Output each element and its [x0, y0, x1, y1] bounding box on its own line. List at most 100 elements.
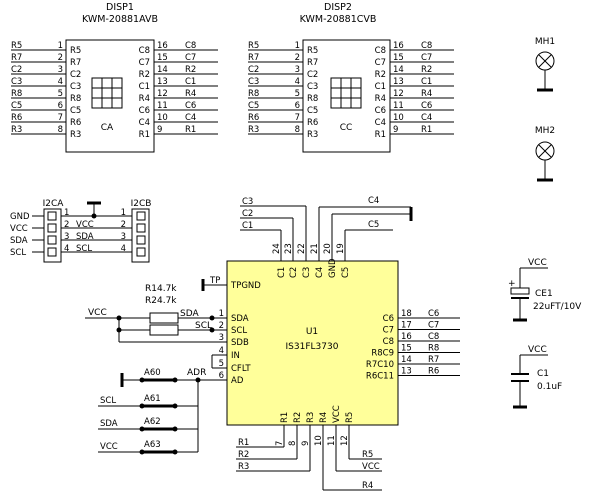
- pin-number: 7: [275, 441, 285, 446]
- pin-name: C8: [139, 46, 150, 56]
- net-label: SCL: [100, 396, 116, 406]
- net-label: C7: [428, 321, 439, 331]
- net-label: VCC: [76, 220, 94, 230]
- pin-number: 15: [393, 53, 404, 63]
- pin-name: C8: [375, 46, 386, 56]
- net-label: R1: [421, 125, 432, 135]
- pin-number: 11: [393, 101, 404, 111]
- pin-name: C3: [307, 82, 318, 92]
- pin-name: R6C11: [366, 372, 394, 382]
- pin-number: 16: [401, 332, 412, 342]
- pin-number: 16: [157, 41, 168, 51]
- pin-number: 1: [121, 208, 126, 218]
- pin-number: 6: [219, 371, 224, 381]
- net-label: R8: [428, 344, 439, 354]
- pin-number: 14: [157, 65, 168, 75]
- pin-name: R2: [139, 70, 150, 80]
- c1-ref: C1: [537, 369, 549, 379]
- connector-pin-icon: [47, 235, 57, 245]
- connector-pin-icon: [136, 211, 146, 221]
- pin-number: 2: [295, 53, 300, 63]
- u1-part: IS31FL3730: [286, 342, 339, 352]
- pin-number: 1: [58, 41, 63, 51]
- net-label: R7: [11, 53, 22, 63]
- capacitor-ce1: VCC + CE1 22uFT/10V: [508, 258, 582, 322]
- pin-number: 4: [219, 346, 224, 356]
- net-label: R4: [362, 481, 373, 491]
- pin-number: 8: [58, 125, 63, 135]
- pin-number: 4: [121, 244, 126, 254]
- c1-net: VCC: [528, 345, 547, 355]
- net-label: R8: [11, 89, 22, 99]
- pin-name: C4: [315, 267, 325, 278]
- pin-number: 2: [58, 53, 63, 63]
- pin-name: IN: [231, 351, 240, 361]
- u1-body: [226, 260, 399, 426]
- connector-pin-icon: [47, 247, 57, 257]
- pin-number: 11: [157, 101, 168, 111]
- net-label: C5: [368, 220, 379, 230]
- net-label: R3: [248, 125, 259, 135]
- net-label: R5: [248, 41, 259, 51]
- connector-pin-icon: [47, 211, 57, 221]
- pin-number: 14: [393, 65, 404, 75]
- pin-number: 21: [310, 243, 320, 254]
- i2cb-body: [131, 208, 150, 263]
- i2cb-ref: I2CB: [131, 199, 152, 209]
- net-label: C1: [421, 77, 432, 87]
- pin-number: 2: [64, 220, 69, 230]
- pin-name: C6: [383, 314, 394, 324]
- net-label: C4: [185, 113, 196, 123]
- pin-name: C3: [70, 82, 81, 92]
- pin-name: R8C9: [371, 349, 394, 359]
- pin-name: R6: [307, 118, 318, 128]
- pin-number: 13: [401, 367, 412, 377]
- pin-number: 13: [157, 77, 168, 87]
- ce1-plus: +: [508, 279, 516, 289]
- net-label: C3: [242, 197, 253, 207]
- net-label: R3: [238, 462, 249, 472]
- pin-name: C6: [375, 106, 386, 116]
- net-label: R7: [248, 53, 259, 63]
- pin-name: C6: [139, 106, 150, 116]
- pin-number: 6: [295, 101, 300, 111]
- pin-number: 7: [295, 113, 300, 123]
- net-label: R8: [248, 89, 259, 99]
- pin-number: 2: [121, 220, 126, 230]
- net-label: SDA: [10, 236, 28, 246]
- resistor-r1: [149, 312, 179, 324]
- disp2-type: CC: [340, 123, 353, 133]
- pin-name: R4: [375, 94, 386, 104]
- pin-number: 3: [295, 65, 300, 75]
- pin-number: 1: [219, 309, 224, 319]
- net-label: R6: [11, 113, 22, 123]
- net-label: SCL: [76, 244, 92, 254]
- pin-number: 22: [297, 243, 307, 254]
- pin-number: 3: [219, 333, 224, 343]
- pin-number: 9: [393, 125, 398, 135]
- net-label: C7: [421, 53, 432, 63]
- pin-name: C3: [302, 267, 312, 278]
- pin-name: R1: [280, 412, 290, 423]
- pin-name: R8: [70, 94, 81, 104]
- pin-number: 2: [219, 321, 224, 331]
- pin-number: 15: [401, 344, 412, 354]
- net-label: C1: [185, 77, 196, 87]
- disp1-ref: DISP1: [106, 2, 134, 13]
- net-label: C8: [421, 41, 432, 51]
- pin-name: SDB: [231, 338, 249, 348]
- ce1-value: 22uFT/10V: [533, 302, 582, 312]
- net-label: R5: [11, 41, 22, 51]
- net-label: C6: [428, 309, 439, 319]
- pin-number: 11: [327, 435, 337, 446]
- pullup-resistors: R14.7k R24.7k VCC SDA SCL: [85, 284, 227, 343]
- connector-pin-icon: [136, 235, 146, 245]
- pin-number: 14: [401, 355, 412, 365]
- pin-name: R1: [139, 130, 150, 140]
- pin-number: 1: [295, 41, 300, 51]
- pin-name: R5: [345, 412, 355, 423]
- adr-label: ADR: [187, 368, 206, 378]
